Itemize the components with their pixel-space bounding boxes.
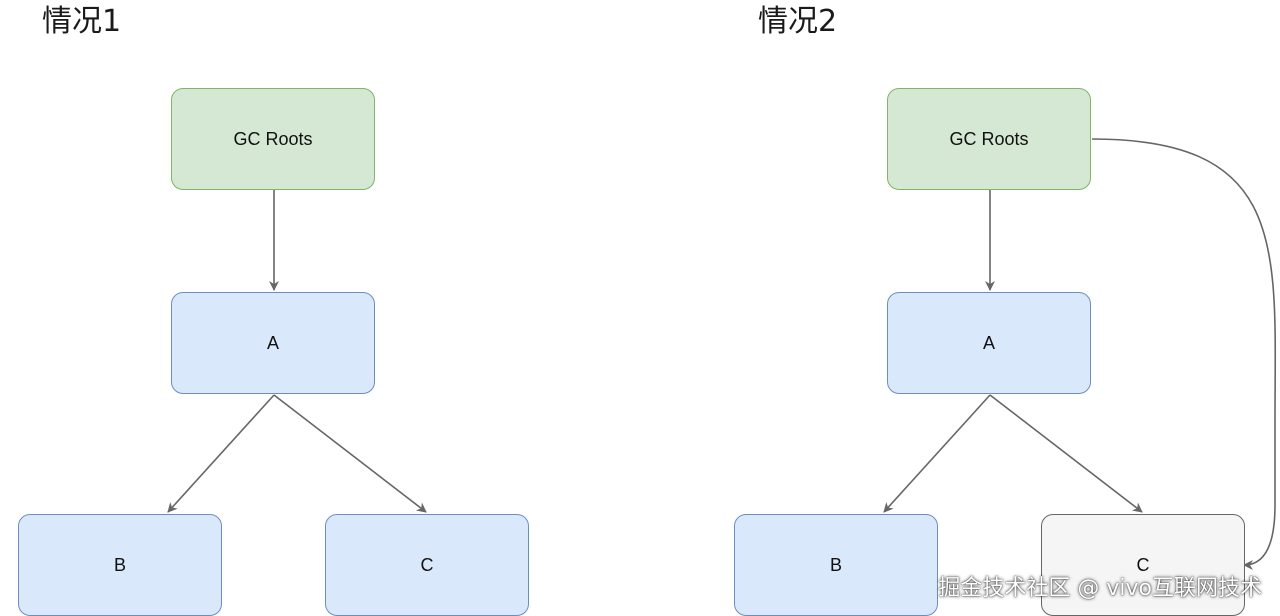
edge-d1-a-to-c bbox=[273, 394, 427, 513]
d2-node-a: A bbox=[887, 292, 1091, 394]
d1-node-a: A bbox=[171, 292, 375, 394]
d2-node-b-label: B bbox=[829, 554, 842, 575]
edge-d1-a-to-b bbox=[167, 394, 275, 513]
d2-gc-roots-node: GC Roots bbox=[887, 88, 1091, 190]
d2-gc-roots-label: GC Roots bbox=[949, 128, 1029, 149]
watermark: 掘金技术社区 @ vivo互联网技术 bbox=[938, 576, 1262, 601]
diagram-2-title: 情况2 bbox=[758, 4, 838, 39]
d1-gc-roots-node: GC Roots bbox=[171, 88, 375, 190]
edge-d2-a-to-b bbox=[883, 394, 991, 513]
d1-node-a-label: A bbox=[266, 332, 279, 353]
d1-node-c-label: C bbox=[420, 554, 434, 575]
d1-node-c: C bbox=[325, 514, 529, 616]
d2-node-b: B bbox=[734, 514, 938, 616]
d1-node-b: B bbox=[18, 514, 222, 616]
d2-node-c: C bbox=[1041, 514, 1245, 616]
edge-d2-root-to-c bbox=[1091, 138, 1277, 570]
edge-d2-a-to-c bbox=[989, 394, 1143, 513]
d1-node-b-label: B bbox=[113, 554, 126, 575]
d2-node-a-label: A bbox=[982, 332, 995, 353]
d1-gc-roots-label: GC Roots bbox=[233, 128, 313, 149]
diagram-1-title: 情况1 bbox=[42, 4, 122, 39]
d2-node-c-label: C bbox=[1136, 554, 1150, 575]
